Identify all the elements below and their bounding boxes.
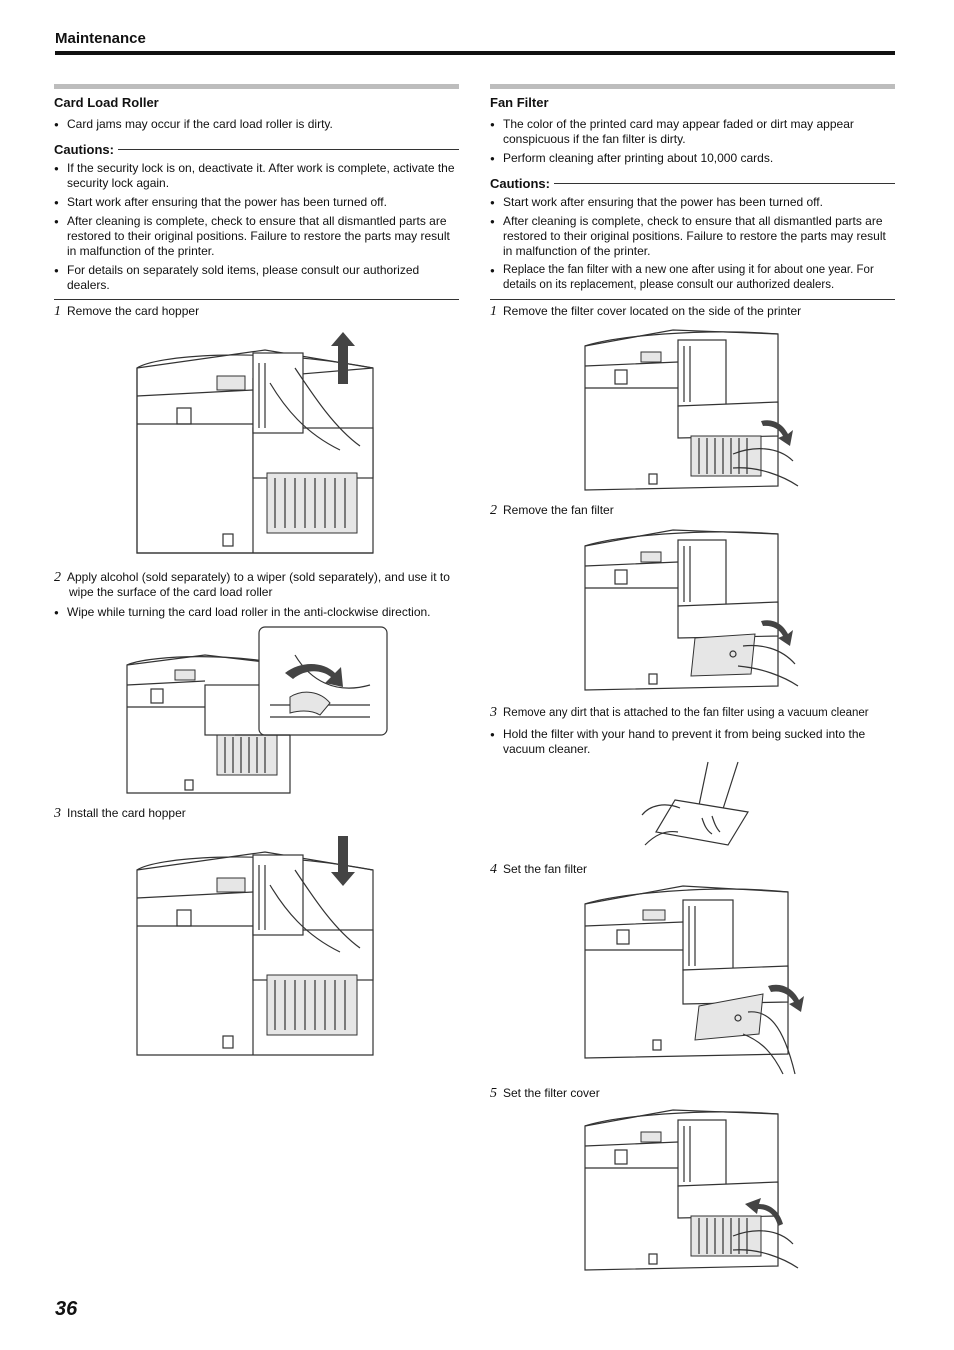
printer-wipe-roller-illustration xyxy=(126,626,388,794)
step-text: Set the filter cover xyxy=(503,1086,600,1100)
vacuum-filter-illustration xyxy=(641,761,749,846)
list-item: If the security lock is on, deactivate i… xyxy=(54,161,459,191)
step-1-remove-filter-cover: 1 Remove the filter cover located on the … xyxy=(490,304,900,319)
cautions-end-rule xyxy=(490,299,895,300)
step-text: Remove the card hopper xyxy=(67,304,200,318)
cautions-heading: Cautions: xyxy=(490,176,895,191)
printer-set-filter-cover-illustration xyxy=(584,1109,799,1271)
printer-install-hopper-illustration xyxy=(136,836,374,1056)
cautions-rule xyxy=(553,183,895,184)
step-1-remove-card-hopper: 1 Remove the card hopper xyxy=(54,304,459,319)
fan-filter-section: Fan Filter The color of the printed card… xyxy=(490,84,895,300)
step-text: Remove the fan filter xyxy=(503,503,614,517)
step-2-remove-fan-filter: 2 Remove the fan filter xyxy=(490,503,900,518)
step-number: 3 xyxy=(490,705,497,720)
list-item: The color of the printed card may appear… xyxy=(490,117,895,147)
step-3-install-card-hopper: 3 Install the card hopper xyxy=(54,806,459,821)
section-title: Fan Filter xyxy=(490,95,549,110)
step-2-note: Wipe while turning the card load roller … xyxy=(54,605,477,620)
section-bar xyxy=(490,84,895,89)
section-title: Card Load Roller xyxy=(54,95,159,110)
cautions-end-rule xyxy=(54,299,459,300)
step-number: 3 xyxy=(54,806,61,821)
step-2-wipe-roller: 2 Apply alcohol (sold separately) to a wi… xyxy=(54,570,474,600)
step-3-note: Hold the filter with your hand to preven… xyxy=(490,727,908,757)
printer-set-fan-filter-illustration xyxy=(584,885,804,1075)
intro-bullets: The color of the printed card may appear… xyxy=(490,117,895,166)
step-5-set-filter-cover: 5 Set the filter cover xyxy=(490,1086,900,1101)
list-item: After cleaning is complete, check to ens… xyxy=(54,214,459,259)
step-number: 5 xyxy=(490,1086,497,1101)
list-item: Card jams may occur if the card load rol… xyxy=(54,117,459,132)
step-number: 2 xyxy=(490,503,497,518)
page-number: 36 xyxy=(55,1298,78,1320)
list-item: Start work after ensuring that the power… xyxy=(54,195,459,210)
cautions-list: If the security lock is on, deactivate i… xyxy=(54,161,459,293)
cautions-label: Cautions: xyxy=(54,142,114,157)
card-load-roller-section: Card Load Roller Card jams may occur if … xyxy=(54,84,459,300)
cautions-rule xyxy=(117,149,459,150)
page-section-title: Maintenance xyxy=(55,30,146,47)
step-text: Remove the filter cover located on the s… xyxy=(503,304,802,318)
list-item: After cleaning is complete, check to ens… xyxy=(490,214,895,259)
list-item: Perform cleaning after printing about 10… xyxy=(490,151,895,166)
printer-remove-hopper-illustration xyxy=(136,332,374,554)
cautions-list: Start work after ensuring that the power… xyxy=(490,195,895,293)
printer-remove-fan-filter-illustration xyxy=(584,529,799,691)
list-item: Replace the fan filter with a new one af… xyxy=(490,263,895,293)
step-text: Set the fan filter xyxy=(503,862,588,876)
intro-bullets: Card jams may occur if the card load rol… xyxy=(54,117,459,132)
step-4-set-fan-filter: 4 Set the fan filter xyxy=(490,862,900,877)
step-number: 1 xyxy=(54,304,61,319)
list-item: Start work after ensuring that the power… xyxy=(490,195,895,210)
cautions-label: Cautions: xyxy=(490,176,550,191)
printer-remove-filter-cover-illustration xyxy=(584,329,799,491)
list-item: For details on separately sold items, pl… xyxy=(54,263,459,293)
step-text: Remove any dirt that is attached to the … xyxy=(503,707,869,719)
header-rule xyxy=(55,51,895,55)
section-bar xyxy=(54,84,459,89)
step-3-vacuum-filter: 3 Remove any dirt that is attached to the… xyxy=(490,705,900,721)
step-text: Install the card hopper xyxy=(67,806,186,820)
step-number: 4 xyxy=(490,862,497,877)
step-number: 1 xyxy=(490,304,497,319)
step-text: Apply alcohol (sold separately) to a wip… xyxy=(67,570,450,599)
cautions-heading: Cautions: xyxy=(54,142,459,157)
step-number: 2 xyxy=(54,570,61,585)
